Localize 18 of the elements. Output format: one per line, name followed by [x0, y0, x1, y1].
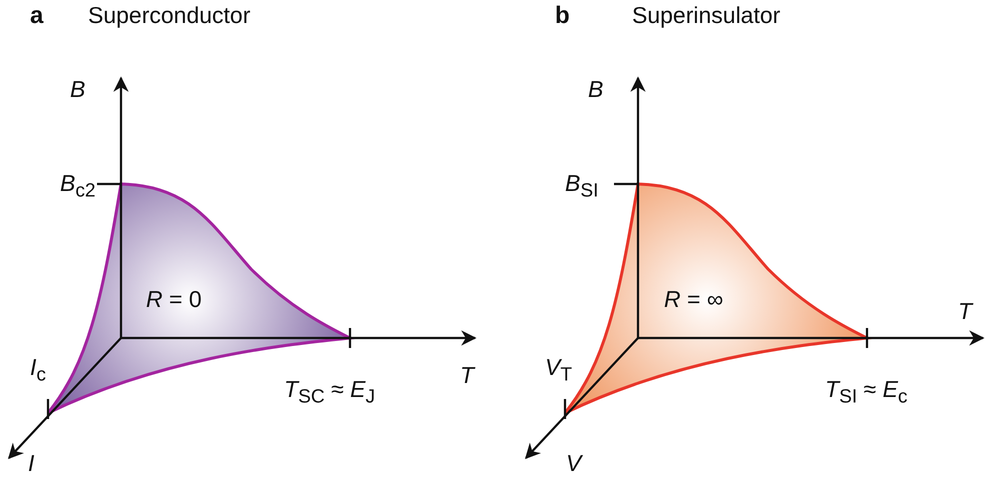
- panel-letter: b: [555, 4, 570, 28]
- axis-label: T: [958, 300, 972, 323]
- tick-label: V$_{T}$: [545, 356, 572, 385]
- axis-label: T: [460, 364, 474, 387]
- region-label: R = ∞: [664, 288, 724, 311]
- axis-label: B: [588, 78, 604, 101]
- axis-label: I: [28, 452, 34, 475]
- tick-label: T$_{SC}$ ≈ E$_{J}$: [284, 378, 376, 407]
- axis-label: B: [70, 78, 86, 101]
- tick-label: T$_{SI}$ ≈ E$_{c}$: [825, 378, 908, 407]
- panel-title: Superinsulator: [632, 4, 780, 27]
- tick-label: I$_{c}$: [30, 356, 46, 385]
- tick-label: B$_{c2}$: [60, 172, 96, 201]
- panel-letter: a: [30, 4, 44, 28]
- tick-label: B$_{SI}$: [565, 172, 598, 201]
- panel-title: Superconductor: [88, 4, 250, 27]
- axis-label: V: [566, 452, 582, 475]
- region-label: R = 0: [146, 288, 202, 311]
